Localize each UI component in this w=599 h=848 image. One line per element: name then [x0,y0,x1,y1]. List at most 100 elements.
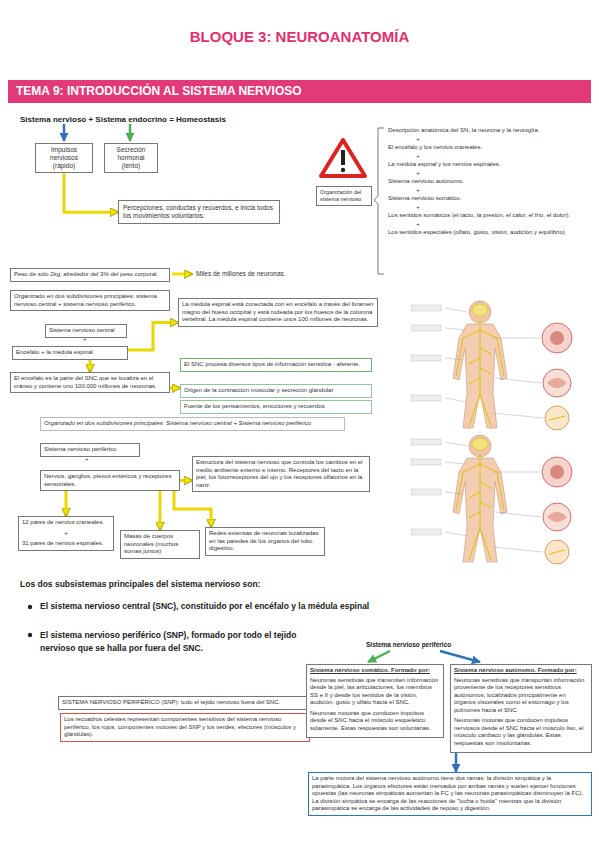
note-box: Sistema nervioso periférico [40,443,140,457]
box-text: Neuronas motoras que conducen impulsos d… [310,710,440,733]
heading-text: Sistema nervioso + Sistema endocrino = H… [20,115,320,125]
box-text: Neuronas motoras que conducen impulsos n… [454,717,588,747]
flow-arrow [455,753,458,772]
note-box: El SNC procesa diversos tipos de informa… [180,358,372,372]
note-box: Sistema nervioso central [45,324,127,338]
flow-arrow [159,491,162,530]
note-box: Organizado en dos subdivisiones principa… [40,417,345,431]
box-text: 31 pares de nervios espinales. [22,540,110,548]
concept-box: Percepciones, conductas y recuerdos, e i… [118,200,280,224]
box-text: Fuente de los pensamientos, emociones y … [184,403,368,411]
box-text: Masas de cuerpos neuronales (muchos soma… [124,533,196,556]
body-figure [411,301,572,430]
flow-arrow [65,491,68,516]
plus-sign: + [22,530,110,538]
warning-mark [341,150,345,165]
plus-sign: + [388,204,448,212]
subsystem-box: Sistema nervioso somático. Formado por: N… [306,664,444,738]
page-title: BLOQUE 3: NEUROANATOMÍA [0,28,599,45]
note-box: Encéfalo + la médula espinal [12,346,128,360]
box-text: Redes extensas de neuronas localizadas e… [209,530,321,553]
note-box: Redes extensas de neuronas localizadas e… [205,527,325,556]
split-arrow [440,651,480,662]
note-box: 12 pares de nervios craneales. +31 pares … [18,516,114,551]
box-text: 12 pares de nervios craneales. [22,519,110,527]
warning-sign [321,140,365,176]
input-arrow [129,124,132,141]
body-figure [411,435,572,564]
box-text: El SNC procesa diversos tipos de informa… [184,361,368,369]
warning-mark [341,168,345,172]
bullet [28,605,32,609]
list-item: Los sentidos especiales (olfato, gusto, … [388,229,588,237]
bullet [28,633,32,637]
split-arrow [368,651,390,662]
list-item: El encéfalo y los nervios craneales. [388,144,588,152]
box-text: El encéfalo es la parte del SNC que se l… [14,375,166,390]
box-text: Neuronas sensitivas que transmiten infor… [310,677,440,707]
list-item: Los sentidos somáticos (el tacto, la pre… [388,212,588,220]
box-text: Los recuadros celestes representan compo… [64,716,306,739]
note-text: Miles de millones de neuronas. [196,270,346,278]
plus-sign: + [388,170,448,178]
note-box: La médula espinal está conectada con en … [178,298,378,327]
note-box: Peso de sólo 2kg, alrededor del 3% del p… [10,268,170,282]
box-text: Nervios, ganglios, plexos entéricos y re… [44,473,176,488]
note-box: La parte motora del sistema nervioso aut… [308,772,592,816]
note-arrow [172,273,192,276]
box-text: Organización del sistema nervioso [320,189,368,203]
concept-box: Organización del sistema nervioso [316,186,372,206]
flow-arrow [170,387,180,390]
plus-sign: + [388,153,448,161]
flow-arrow [180,479,192,482]
box-text: Encéfalo + la médula espinal [16,349,124,357]
flow-arrow [128,323,178,351]
box-text: Percepciones, conductas y recuerdos, e i… [123,204,275,220]
note-box: El encéfalo es la parte del SNC que se l… [10,372,170,393]
flow-arrow [89,360,92,373]
flow-arrow [64,173,118,212]
input-arrow [63,124,66,141]
box-text: Secreción hormonal (lento) [108,146,154,170]
note-box: Nervios, ganglios, plexos entéricos y re… [40,470,180,491]
box-text: TEMA 9: INTRODUCCIÓN AL SISTEMA NERVIOSO [16,84,583,99]
box-heading: Sistema nervioso autónomo. Formado por: [454,667,588,675]
list-item: Descripción anatómica del SN, la neurona… [388,127,588,135]
note-box: SISTEMA NERVIOSO PERIFÉRICO (SNP): todo … [58,696,310,710]
section-band: TEMA 9: INTRODUCCIÓN AL SISTEMA NERVIOSO [8,80,591,103]
plus-sign: + [388,136,448,144]
box-text: Organizado en dos subdivisiones principa… [14,293,166,308]
box-heading: Sistema nervioso somático. Formado por: [310,667,440,675]
note-box: Estructura del sistema nervioso que cont… [192,456,370,492]
legend-note-box: Los recuadros celestes representan compo… [60,713,310,742]
note-box: Masas de cuerpos neuronales (muchos soma… [120,530,200,559]
plus-sign: + [85,456,95,462]
subsystem-box: Sistema nervioso autónomo. Formado por: N… [450,664,592,753]
box-text: Impulsos nerviosos (rápido) [39,146,89,170]
box-text: Neuronas sensitivas que transportan info… [454,677,588,715]
bullet-text: El sistema nervioso periférico (SNP), fo… [40,629,315,655]
topic-list: Descripción anatómica del SN, la neurona… [388,127,588,237]
plus-sign: + [388,187,448,195]
bracket [374,128,384,274]
box-text: La médula espinal está conectada con en … [182,301,374,324]
box-text: Sistema nervioso central [49,327,123,335]
note-box: Organizado en dos subdivisiones principa… [10,290,170,311]
box-text: Sistema nervioso periférico [44,446,136,454]
list-item: Sistema nervioso autónomo. [388,178,588,186]
concept-box: Secreción hormonal (lento) [104,143,158,173]
concept-box: Impulsos nerviosos (rápido) [35,143,93,173]
flow-arrow [174,491,211,527]
note-box: Origen de la contracción muscular y secr… [180,384,372,398]
heading-text: Sistema nervioso periférico [366,641,476,649]
bullet-text: El sistema nervioso central (SNC), const… [40,601,480,612]
plus-sign: + [83,336,93,344]
note-box: Fuente de los pensamientos, emociones y … [180,400,372,414]
box-text: La parte motora del sistema nervioso aut… [312,775,588,813]
box-text: Origen de la contracción muscular y secr… [184,387,368,395]
list-item: Sistema nervioso somático. [388,195,588,203]
section-text: Los dos subsistemas principales del sist… [20,579,440,590]
box-text: Peso de sólo 2kg, alrededor del 3% del p… [14,271,166,279]
box-text: Estructura del sistema nervioso que cont… [196,459,366,489]
box-text: SISTEMA NERVIOSO PERIFÉRICO (SNP): todo … [62,699,306,707]
